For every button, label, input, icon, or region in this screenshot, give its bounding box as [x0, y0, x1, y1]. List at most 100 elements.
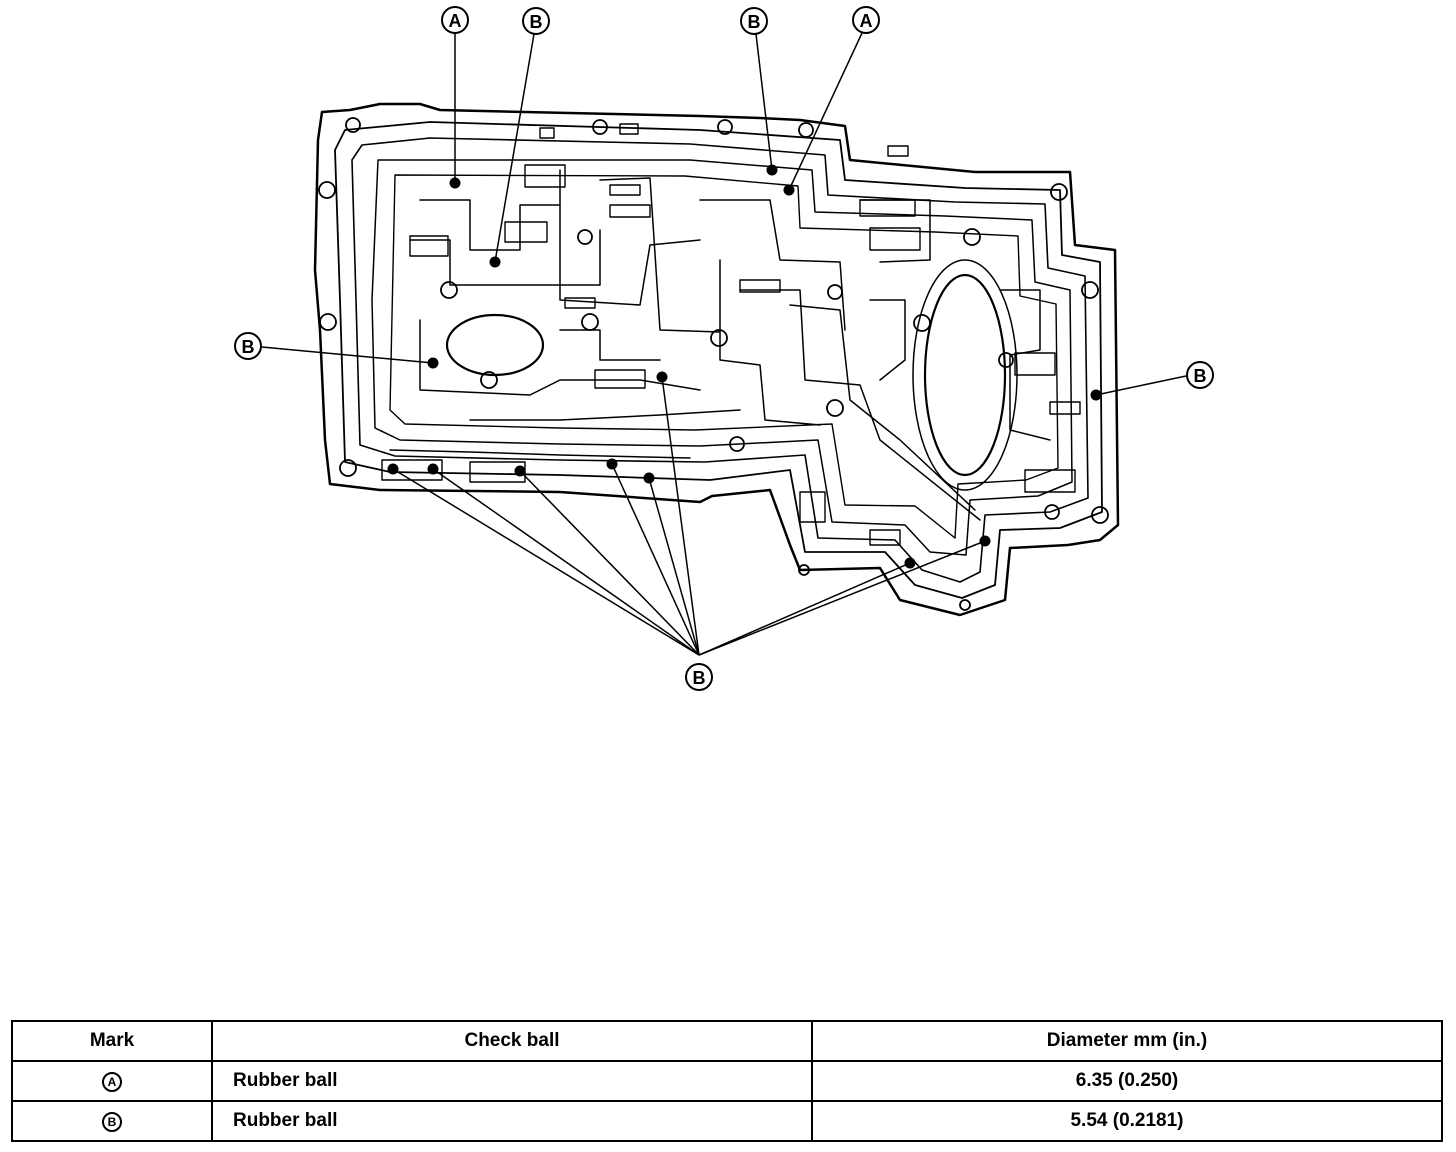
passage	[559, 329, 661, 361]
table-header-row: Mark Check ball Diameter mm (in.)	[11, 1020, 1443, 1062]
callout-label: B	[748, 12, 761, 32]
channel-outline	[371, 159, 1073, 556]
leader-line	[698, 540, 986, 656]
slot	[799, 491, 826, 523]
bolt-hole	[1044, 504, 1060, 520]
bolt-hole	[998, 352, 1014, 368]
bolt-hole	[798, 564, 810, 576]
passage	[389, 449, 691, 459]
bolt-hole	[1081, 281, 1099, 299]
passage	[719, 259, 821, 426]
bolt-hole	[480, 371, 498, 389]
slot	[859, 199, 916, 217]
valve-body-outline	[313, 102, 1120, 617]
passage	[419, 199, 561, 251]
callout-b	[740, 7, 768, 35]
slot	[594, 369, 646, 389]
valve-body-diagram: A B B A B B B	[234, 6, 1214, 691]
mark-b-symbol: B	[102, 1112, 122, 1132]
slot	[564, 297, 596, 309]
callout-b	[522, 7, 550, 35]
callout-label: B	[1194, 366, 1207, 386]
cell-check-ball: Rubber ball	[211, 1060, 813, 1102]
bolt-hole	[913, 314, 931, 332]
callout-label: A	[449, 11, 462, 31]
leader-line	[261, 346, 434, 364]
slot	[887, 145, 909, 157]
slot	[739, 279, 781, 293]
passage	[739, 289, 981, 521]
callout-a	[441, 6, 469, 34]
oval-cutout	[912, 259, 1018, 491]
slot	[524, 164, 566, 188]
bolt-hole	[339, 459, 357, 477]
oval-cutout	[445, 313, 545, 377]
leader-line	[661, 376, 700, 656]
bolt-hole	[729, 436, 745, 452]
callout-label: B	[242, 337, 255, 357]
bolt-hole	[1091, 506, 1109, 524]
slot	[1014, 352, 1056, 376]
passage	[789, 304, 976, 511]
passage	[599, 177, 721, 333]
slot	[504, 221, 548, 243]
passage	[999, 289, 1051, 441]
cell-diameter: 5.54 (0.2181)	[811, 1100, 1443, 1142]
passage	[409, 229, 601, 286]
passage	[469, 409, 741, 421]
bolt-hole	[345, 117, 361, 133]
cell-diameter: 6.35 (0.250)	[811, 1060, 1443, 1102]
bolt-hole	[1050, 183, 1068, 201]
slot	[869, 529, 901, 546]
leader-line	[494, 33, 535, 263]
bolt-hole	[959, 599, 971, 611]
bolt-hole	[319, 313, 337, 331]
callout-a	[852, 6, 880, 34]
callout-b	[1186, 361, 1214, 389]
table-row: A Rubber ball 6.35 (0.250)	[11, 1060, 1443, 1102]
table-row: B Rubber ball 5.54 (0.2181)	[11, 1100, 1443, 1142]
leader-line	[788, 32, 863, 191]
callout-label: A	[860, 11, 873, 31]
leader-line	[519, 470, 700, 656]
leader-line	[698, 562, 911, 656]
bolt-hole	[717, 119, 733, 135]
header-mark: Mark	[11, 1020, 213, 1062]
bolt-hole	[592, 119, 608, 135]
bolt-hole	[826, 399, 844, 417]
cell-check-ball: Rubber ball	[211, 1100, 813, 1142]
callout-b	[234, 332, 262, 360]
callout-b	[685, 663, 713, 691]
passage	[559, 169, 701, 306]
bolt-hole	[798, 122, 814, 138]
channel-outline	[351, 137, 1089, 583]
slot	[1049, 401, 1081, 415]
bolt-hole	[581, 313, 599, 331]
channel-outline	[334, 121, 1103, 599]
slot	[609, 184, 641, 196]
passage	[869, 299, 906, 381]
slot	[409, 235, 449, 257]
bolt-hole	[577, 229, 593, 245]
passage	[419, 319, 701, 396]
passage	[699, 199, 846, 331]
check-ball-table: Mark Check ball Diameter mm (in.) A Rubb…	[11, 1020, 1443, 1142]
slot	[619, 123, 639, 135]
channel-outline	[389, 174, 1059, 539]
leader-line	[392, 468, 700, 656]
leader-line	[1095, 375, 1187, 396]
bolt-hole	[440, 281, 458, 299]
mark-a-symbol: A	[102, 1072, 122, 1092]
oval-cutout	[923, 273, 1007, 477]
callout-label: B	[530, 12, 543, 32]
slot	[1024, 469, 1076, 493]
leader-line	[755, 33, 773, 171]
bolt-hole	[318, 181, 336, 199]
header-check-ball: Check ball	[211, 1020, 813, 1062]
slot	[869, 227, 921, 251]
leader-line	[648, 477, 700, 656]
header-diameter: Diameter mm (in.)	[811, 1020, 1443, 1062]
bolt-hole	[963, 228, 981, 246]
callout-label: B	[693, 668, 706, 688]
slot	[609, 204, 651, 218]
